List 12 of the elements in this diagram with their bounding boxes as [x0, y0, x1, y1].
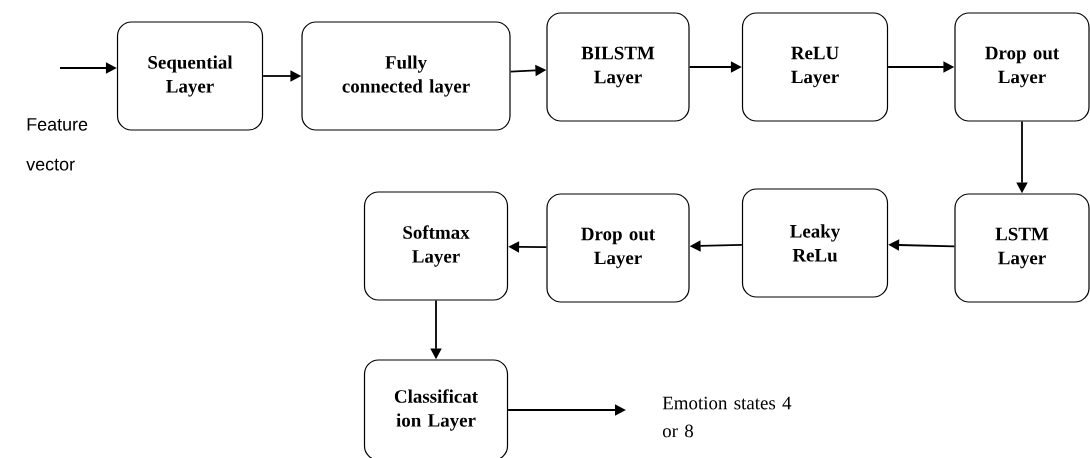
process-box: Sequential Layer [116, 21, 264, 131]
output-label: Emotion states 4 or 8 [662, 396, 792, 438]
process-box: Classificat ion Layer [363, 359, 509, 458]
process-box: Leaky ReLu [741, 188, 889, 298]
process-box: Drop out Layer [546, 193, 690, 303]
process-box: ReLU Layer [741, 12, 889, 122]
process-box: BILSTM Layer [546, 12, 690, 122]
input-label: Feature vector [26, 118, 88, 171]
process-box: Softmax Layer [363, 191, 509, 301]
process-box: Fully connected layer [301, 21, 511, 131]
process-box: LSTM Layer [954, 193, 1090, 303]
process-box: Drop out Layer [954, 12, 1090, 122]
